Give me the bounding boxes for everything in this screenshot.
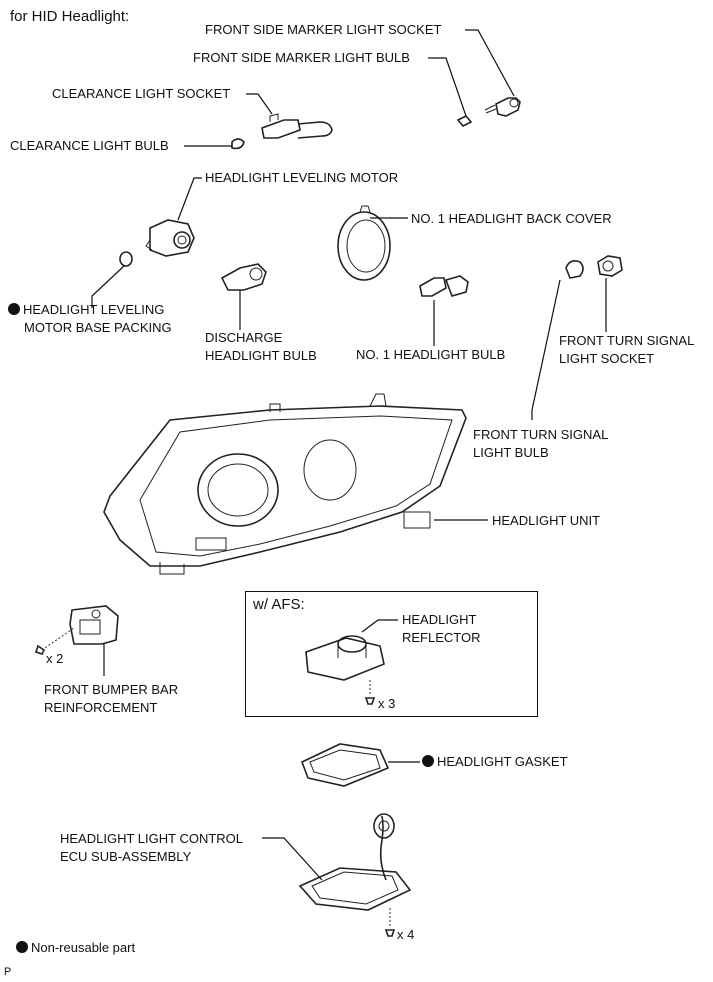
label-discharge-bulb-line2: HEADLIGHT BULB	[205, 348, 317, 363]
turn-socket-drawing	[597, 255, 623, 332]
headlight-unit-drawing	[103, 393, 488, 575]
label-ecu-line1: HEADLIGHT LIGHT CONTROL	[60, 831, 243, 846]
afs-box-title: w/ AFS:	[253, 596, 305, 613]
label-ecu-line2: ECU SUB-ASSEMBLY	[60, 849, 192, 864]
label-clearance-bulb: CLEARANCE LIGHT BULB	[10, 138, 169, 153]
label-clearance-socket: CLEARANCE LIGHT SOCKET	[52, 86, 231, 101]
reflector-drawing	[305, 619, 398, 705]
leveling-motor-drawing	[145, 177, 202, 257]
label-back-cover: NO. 1 HEADLIGHT BACK COVER	[411, 211, 612, 226]
front-side-marker-socket-drawing	[465, 29, 521, 117]
discharge-bulb-drawing	[220, 263, 267, 330]
label-bumper-qty: x 2	[46, 651, 64, 666]
non-reusable-dot-icon	[422, 755, 434, 767]
corner-mark: P	[4, 966, 12, 978]
label-headlight-unit: HEADLIGHT UNIT	[492, 513, 601, 528]
label-turn-bulb-line1: FRONT TURN SIGNAL	[473, 427, 609, 442]
turn-bulb-drawing	[531, 260, 584, 420]
label-bumper-line2: REINFORCEMENT	[44, 700, 158, 715]
afs-variant-box	[245, 591, 538, 717]
non-reusable-dot-icon	[16, 941, 28, 953]
label-bumper-line1: FRONT BUMPER BAR	[44, 682, 179, 697]
label-leveling-packing: HEADLIGHT LEVELING	[8, 300, 164, 319]
gasket-drawing	[300, 743, 420, 787]
label-discharge-bulb-line1: DISCHARGE	[205, 330, 283, 345]
non-reusable-dot-icon	[8, 303, 20, 315]
label-no1-bulb: NO. 1 HEADLIGHT BULB	[356, 347, 506, 362]
leveling-packing-drawing	[91, 251, 133, 308]
label-gasket-text: HEADLIGHT GASKET	[437, 754, 568, 769]
legend: Non-reusable part	[16, 938, 135, 957]
legend-text: Non-reusable part	[31, 940, 136, 955]
label-gasket: HEADLIGHT GASKET	[422, 752, 568, 771]
label-turn-socket-line1: FRONT TURN SIGNAL	[559, 333, 695, 348]
page-title: for HID Headlight:	[10, 8, 130, 25]
bumper-reinforcement-drawing	[34, 605, 119, 676]
clearance-socket-drawing	[246, 93, 333, 139]
label-reflector-line2: REFLECTOR	[402, 630, 481, 645]
back-cover-drawing	[337, 205, 408, 281]
clearance-bulb-drawing	[184, 138, 245, 150]
label-front-side-marker-bulb: FRONT SIDE MARKER LIGHT BULB	[193, 50, 410, 65]
no1-bulb-drawing	[419, 275, 469, 346]
label-leveling-motor: HEADLIGHT LEVELING MOTOR	[205, 170, 399, 185]
label-front-side-marker-socket: FRONT SIDE MARKER LIGHT SOCKET	[205, 22, 442, 37]
label-reflector-line1: HEADLIGHT	[402, 612, 477, 627]
label-ecu-qty: x 4	[397, 927, 415, 942]
label-reflector-qty: x 3	[378, 696, 396, 711]
front-side-marker-bulb-drawing	[428, 57, 473, 127]
label-leveling-packing-line1: HEADLIGHT LEVELING	[23, 302, 165, 317]
label-leveling-packing-line2: MOTOR BASE PACKING	[24, 320, 172, 335]
label-turn-bulb-line2: LIGHT BULB	[473, 445, 549, 460]
ecu-drawing	[262, 813, 412, 937]
label-turn-socket-line2: LIGHT SOCKET	[559, 351, 655, 366]
